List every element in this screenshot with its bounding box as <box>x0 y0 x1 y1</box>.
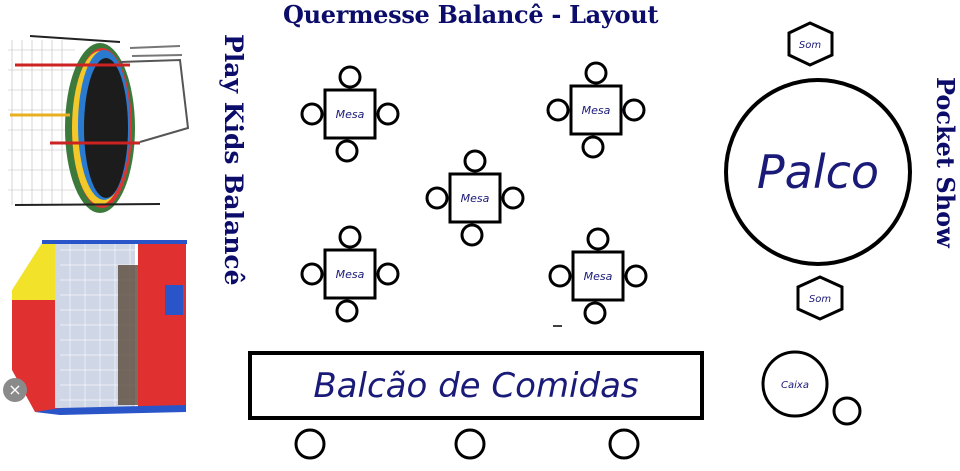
stool <box>608 428 640 460</box>
chair <box>425 186 449 210</box>
table <box>571 250 625 302</box>
stool <box>294 428 326 460</box>
stool <box>454 428 486 460</box>
cashier: Caixa <box>761 350 829 418</box>
chair <box>501 186 525 210</box>
chair <box>335 139 359 163</box>
chair <box>338 225 362 249</box>
speaker-label: Som <box>799 40 821 51</box>
speaker-label: Som <box>809 294 831 305</box>
chair <box>624 264 648 288</box>
table-label: Mesa <box>584 270 613 283</box>
chair <box>548 264 572 288</box>
table-group: Mesa <box>300 65 400 163</box>
cashier-stool <box>832 396 862 426</box>
ball-pit-image <box>5 240 190 415</box>
stage: Palco <box>724 78 912 266</box>
chair <box>584 61 608 85</box>
speaker-bottom: Som <box>796 275 844 321</box>
table-group: Mesa <box>425 149 525 247</box>
chair <box>583 301 607 325</box>
stage-label: Palco <box>757 145 879 199</box>
chair <box>546 98 570 122</box>
chair <box>376 262 400 286</box>
chair <box>300 262 324 286</box>
table <box>569 84 623 136</box>
counter-stools <box>294 428 640 460</box>
page-title: Quermesse Balancê - Layout <box>283 0 659 29</box>
food-counter: Balcão de Comidas <box>248 351 704 420</box>
table-label: Mesa <box>461 192 490 205</box>
chair <box>335 299 359 323</box>
chair <box>463 149 487 173</box>
chair <box>460 223 484 247</box>
cashier-label: Caixa <box>781 380 809 391</box>
chair <box>300 102 324 126</box>
table-group: Mesa <box>548 227 648 325</box>
speaker-top: Som <box>787 21 834 67</box>
table <box>448 172 502 224</box>
table-group: Mesa <box>546 61 646 159</box>
table-label: Mesa <box>582 104 611 117</box>
table-label: Mesa <box>336 108 365 121</box>
table <box>323 248 377 300</box>
chair <box>338 65 362 89</box>
table <box>323 88 377 140</box>
close-icon[interactable]: × <box>3 378 27 402</box>
table-group: Mesa <box>300 225 400 323</box>
table-label: Mesa <box>336 268 365 281</box>
chair <box>586 227 610 251</box>
chair <box>622 98 646 122</box>
food-counter-label: Balcão de Comidas <box>313 366 638 406</box>
trampoline-image <box>5 32 190 213</box>
chair <box>376 102 400 126</box>
chair <box>581 135 605 159</box>
